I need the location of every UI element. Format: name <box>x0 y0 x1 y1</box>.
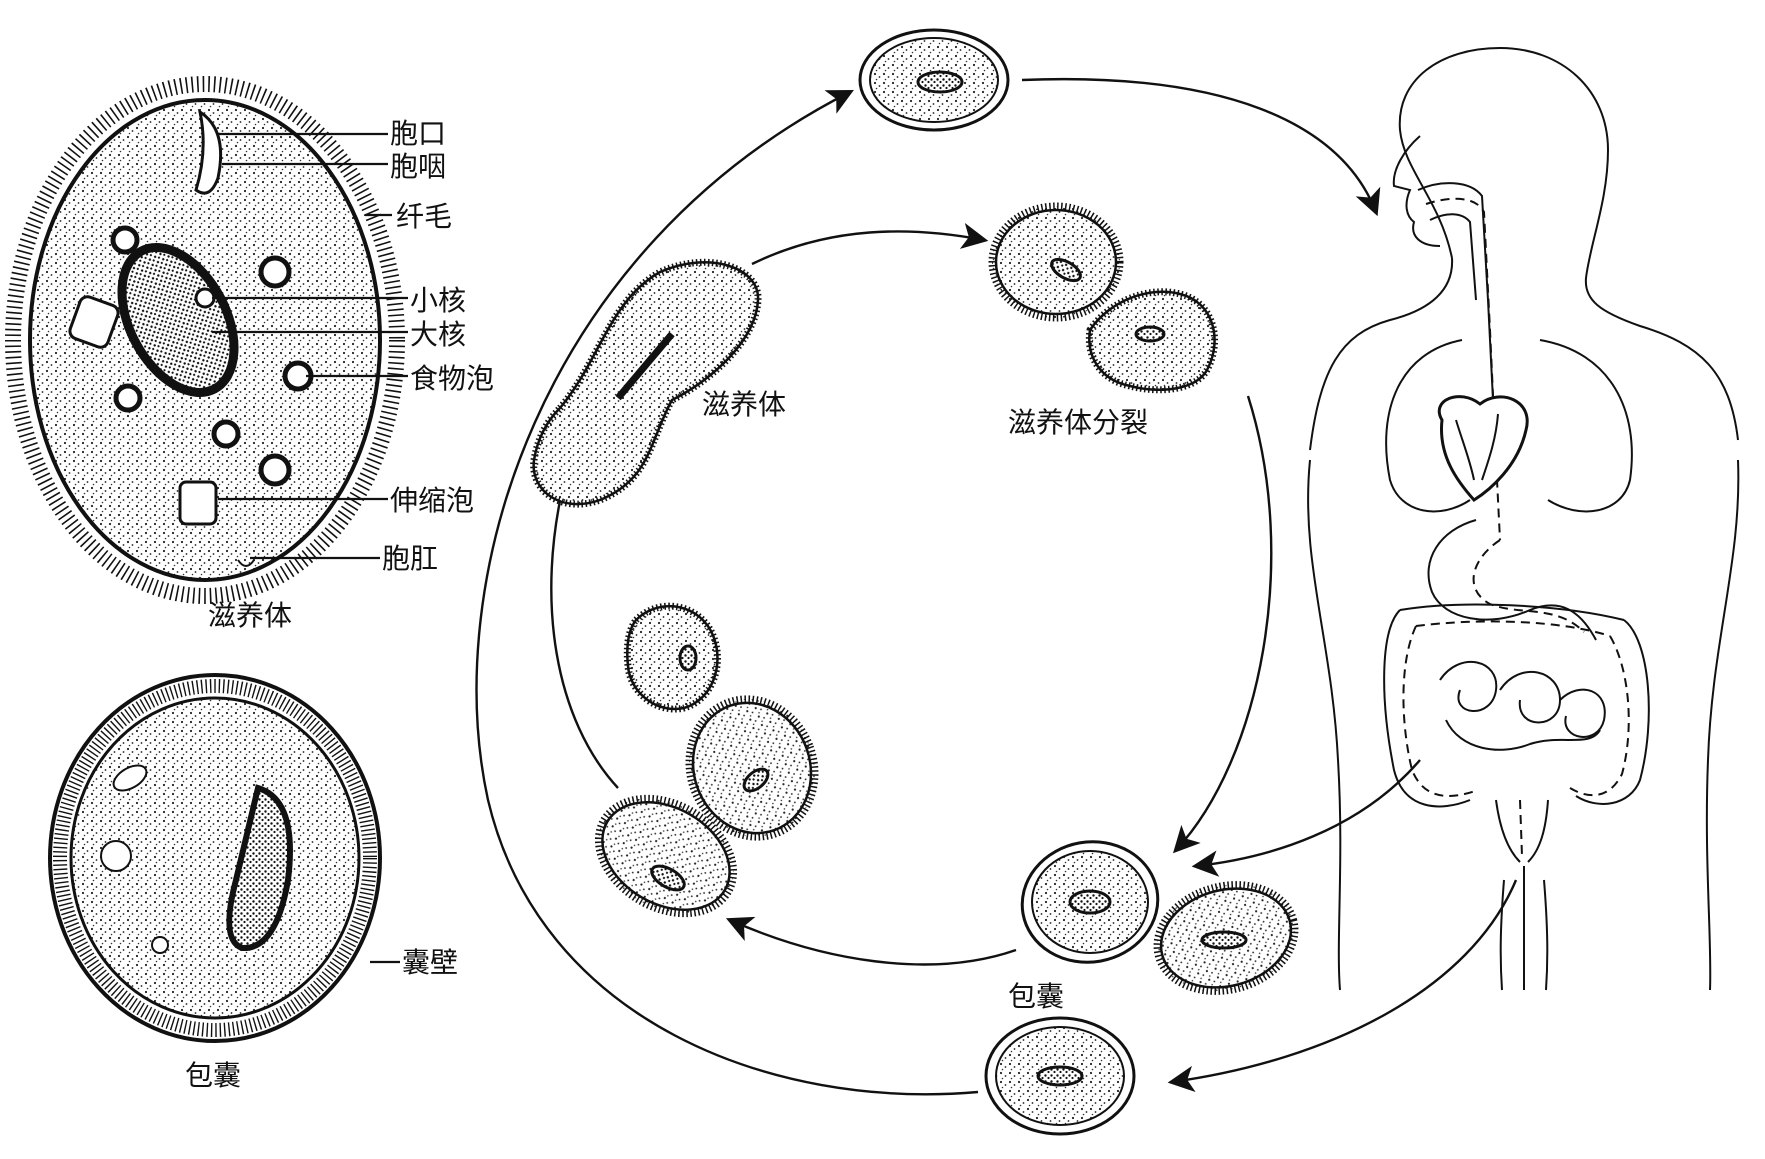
human-host-figure <box>1307 46 1740 991</box>
host-outline <box>1307 46 1740 991</box>
label-cycle-cyst: 包囊 <box>1008 980 1064 1013</box>
host-legs <box>1499 866 1549 991</box>
host-pharynx <box>1417 182 1495 421</box>
arrow-host-to-bottom-cyst <box>1167 879 1518 1093</box>
trophozoite-leader-lines <box>212 132 408 560</box>
contractile-vacuoles <box>68 295 218 526</box>
cyst-detail: 囊壁 包囊 <box>48 673 458 1092</box>
host-large-intestine <box>1383 603 1650 808</box>
arrow-outer-left-up <box>475 89 979 1096</box>
cycle-trophozoite-dividing <box>988 202 1218 394</box>
label-macronucleus: 大核 <box>410 318 466 351</box>
label-cilia: 纤毛 <box>396 200 452 233</box>
host-small-intestine <box>1439 661 1606 751</box>
cycle-trophozoite-single <box>594 794 738 918</box>
label-cycle-trophozoite: 滋养体 <box>702 388 786 421</box>
label-micronucleus: 小核 <box>410 284 466 317</box>
label-cyst-wall: 囊壁 <box>402 946 458 979</box>
arrow-inner-right-down <box>1173 395 1273 854</box>
cycle-arrows <box>475 78 1518 1096</box>
label-contractile-vacuole: 伸缩泡 <box>390 484 474 517</box>
arrow-host-to-cyst <box>1191 759 1421 877</box>
cyst-macronucleus <box>226 784 293 952</box>
cytopyge <box>237 559 255 567</box>
cycle-cyst-top <box>858 28 1010 132</box>
arrow-top-to-host <box>1021 78 1381 217</box>
label-cycle-division: 滋养体分裂 <box>1008 406 1148 439</box>
trophozoite-cilia-fringe <box>5 76 405 604</box>
arrow-inner-bottom <box>725 916 1017 966</box>
label-food-vacuole: 食物泡 <box>410 362 494 395</box>
micronucleus <box>194 287 216 309</box>
host-lungs <box>1385 339 1633 513</box>
host-rectum <box>1495 799 1549 863</box>
label-cytopharynx: 胞咽 <box>390 150 446 183</box>
host-esophagus-path <box>1425 197 1501 541</box>
trophozoite-detail: 胞口 胞咽 纤毛 小核 大核 食物泡 伸缩泡 胞肛 滋养体 <box>5 76 494 632</box>
caption-cyst: 包囊 <box>185 1059 241 1092</box>
cycle-cyst-bottom <box>984 1016 1136 1136</box>
host-heart <box>1437 395 1529 502</box>
cytostome-groove <box>194 108 223 195</box>
cycle-cyst-pair <box>1020 840 1299 995</box>
arrow-inner-top <box>751 222 989 266</box>
label-cytopyge: 胞肛 <box>382 542 438 575</box>
cycle-trophozoite-elongated <box>530 258 762 508</box>
label-cytostome: 胞口 <box>390 117 446 150</box>
cyst-wall <box>53 679 377 1037</box>
host-face <box>1392 135 1441 247</box>
cycle-trophozoite-dividing-lower <box>623 602 819 841</box>
host-stomach <box>1427 519 1597 641</box>
arrow-inner-left-up <box>546 473 619 789</box>
caption-trophozoite: 滋养体 <box>208 599 292 632</box>
